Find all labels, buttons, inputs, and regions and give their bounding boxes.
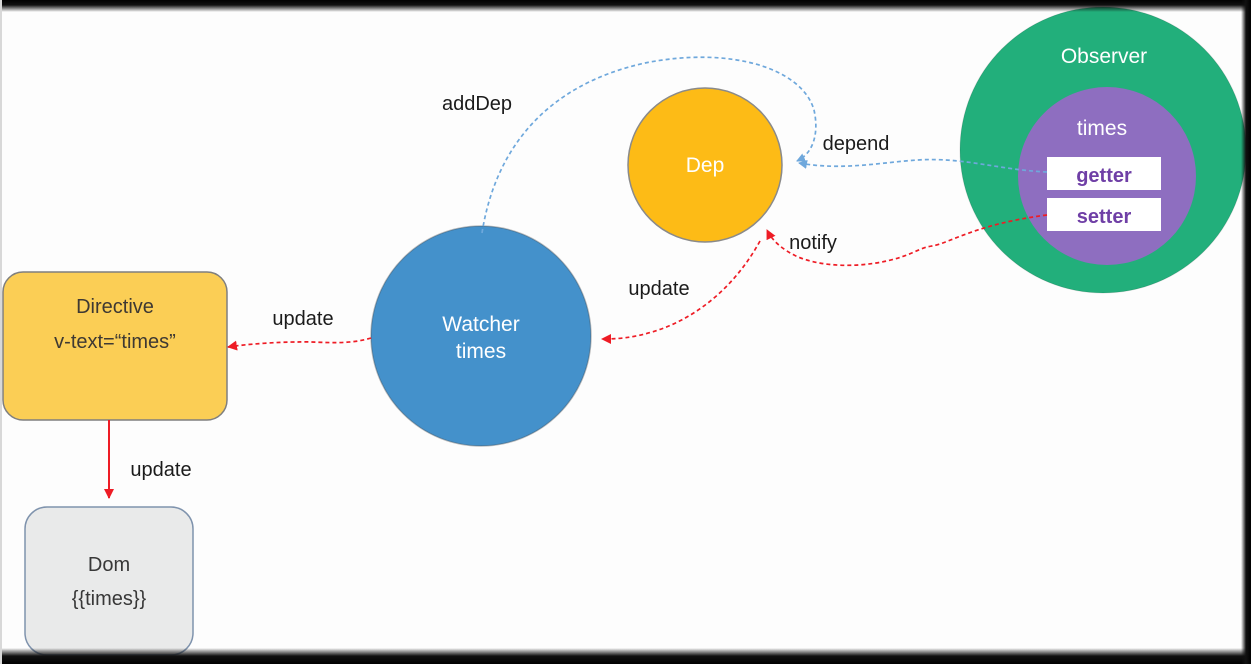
watcher-label-line2: times (456, 340, 506, 363)
observer-node: Observer times getter setter (959, 6, 1247, 294)
observer-title: Observer (1061, 45, 1147, 68)
edge-notify-setter-to-dep (766, 214, 1048, 267)
dep-label: Dep (686, 154, 725, 177)
dom-box (24, 506, 194, 656)
watcher-node: Watcher times (370, 225, 592, 447)
depend-label: depend (823, 133, 890, 155)
dom-node: Dom {{times}} (24, 506, 194, 656)
setter-label: setter (1077, 206, 1132, 228)
adddep-label: addDep (442, 93, 512, 115)
dom-label-line2: {{times}} (72, 588, 147, 610)
watcher-label-line1: Watcher (442, 313, 519, 336)
directive-label-line2: v-text=“times” (54, 331, 176, 353)
edge-depend-getter-to-dep (798, 158, 1048, 173)
dep-circle (627, 87, 783, 243)
dep-node: Dep (627, 87, 783, 243)
watcher-circle (370, 225, 592, 447)
getter-label: getter (1076, 165, 1132, 187)
update-watcher-directive-label: update (272, 308, 333, 330)
update-directive-dom-label: update (130, 459, 191, 481)
directive-label-line1: Directive (76, 296, 154, 318)
setter-box (1047, 198, 1161, 231)
directive-node: Directive v-text=“times” (2, 271, 228, 421)
notify-label: notify (789, 232, 837, 254)
getter-box (1047, 157, 1161, 190)
edge-adddep-watcher-to-dep (481, 56, 817, 234)
directive-box (2, 271, 228, 421)
edge-update-dep-to-watcher (601, 240, 761, 344)
observer-property-label: times (1077, 117, 1127, 140)
update-dep-watcher-label: update (628, 278, 689, 300)
edge-update-watcher-to-directive (227, 337, 372, 351)
dom-label-line1: Dom (88, 554, 130, 576)
